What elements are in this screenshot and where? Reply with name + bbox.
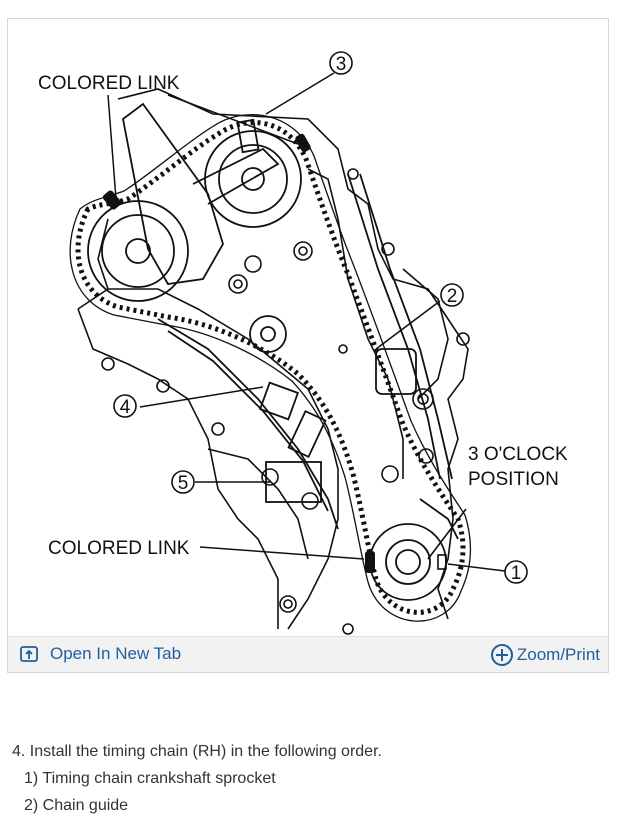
- zoom-plus-icon: [490, 644, 513, 666]
- instruction-heading: 4. Install the timing chain (RH) in the …: [12, 743, 382, 760]
- open-new-tab-link[interactable]: Open In New Tab: [20, 644, 181, 664]
- callout-3: 3: [336, 54, 347, 75]
- colored-links: [102, 133, 375, 573]
- open-new-tab-label: Open In New Tab: [50, 644, 182, 663]
- three-oclock-label-line2: POSITION: [468, 469, 559, 490]
- timing-chain: [75, 120, 466, 615]
- figure-toolbar: Open In New Tab Zoom/Print: [8, 636, 608, 672]
- timing-chain-outline: [69, 114, 472, 622]
- engine-block-outline: [77, 88, 469, 630]
- chain-guides: [157, 173, 459, 540]
- callout-1: 1: [511, 563, 522, 584]
- three-oclock-mark: [427, 508, 467, 570]
- bolt-holes: [101, 168, 470, 635]
- colored-link-label-top: COLORED LINK: [38, 73, 180, 94]
- three-oclock-label-line1: 3 O'CLOCK: [468, 444, 568, 465]
- callout-2: 2: [447, 286, 458, 307]
- zoom-print-link[interactable]: Zoom/Print: [490, 643, 600, 667]
- colored-link-label-bottom: COLORED LINK: [48, 538, 190, 559]
- figure-card: 3 2 4 5 1 COLORED LINK 3 O'CLOCK POSITIO…: [7, 18, 609, 673]
- zoom-print-label: Zoom/Print: [516, 645, 600, 664]
- instruction-step-1: 1) Timing chain crankshaft sprocket: [24, 770, 276, 787]
- callout-5: 5: [178, 473, 189, 494]
- callout-circles: [113, 51, 528, 584]
- callout-4: 4: [120, 397, 131, 418]
- open-new-tab-icon: [20, 646, 38, 662]
- timing-chain-diagram: 3 2 4 5 1 COLORED LINK 3 O'CLOCK POSITIO…: [8, 19, 608, 637]
- instructions-block: 4. Install the timing chain (RH) in the …: [12, 738, 382, 819]
- leader-lines: [107, 72, 506, 572]
- instruction-step-2: 2) Chain guide: [24, 797, 129, 814]
